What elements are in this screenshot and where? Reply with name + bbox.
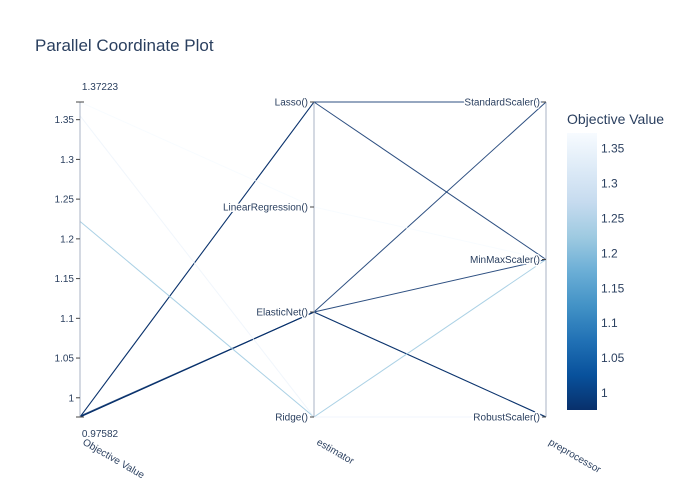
data-line-4[interactable]	[79, 311, 547, 418]
preprocessor-category-label-2: StandardScaler()	[464, 98, 540, 109]
estimator-category-label-0: Ridge()	[275, 413, 308, 424]
estimator-category-label-1: ElasticNet()	[256, 308, 308, 319]
colorbar: Objective Value 1 1.05 1.1 1.15 1.2 1.25 1.3 1.3…	[567, 111, 664, 410]
objective-tick-label-3: 1.15	[55, 274, 75, 285]
data-line-6[interactable]	[79, 220, 547, 418]
objective-tick-label-2: 1.1	[60, 314, 74, 325]
objective-tick-label-4: 1.2	[60, 234, 74, 245]
data-line-2[interactable]	[79, 259, 547, 418]
colorbar-tick-label-6: 1.3	[601, 176, 618, 190]
colorbar-tick-label-3: 1.15	[601, 281, 625, 295]
data-line-5[interactable]	[79, 311, 547, 418]
chart-title: Parallel Coordinate Plot	[35, 36, 214, 55]
preprocessor-category-label-0: RobustScaler()	[473, 413, 540, 424]
objective-tick-label-7: 1.35	[55, 115, 75, 126]
objective-tick-label-0: 1	[68, 393, 74, 404]
axes: 1 1.05 1.1 1.15 1.2 1.25 1.3 1.35 1.37223 0.97582…	[53, 82, 604, 481]
objective-axis-max-label: 1.37223	[82, 82, 119, 93]
objective-tick-label-6: 1.3	[60, 155, 74, 166]
objective-axis-min-label: 0.97582	[82, 429, 119, 440]
colorbar-tick-label-0: 1	[601, 386, 608, 400]
colorbar-gradient	[567, 133, 597, 410]
objective-tick-label-5: 1.25	[55, 195, 75, 206]
axis-title-2: preprocessor	[547, 437, 604, 476]
preprocessor-category-label-1: MinMaxScaler()	[470, 255, 540, 266]
data-line-8[interactable]	[79, 115, 546, 418]
estimator-category-label-2: LinearRegression()	[223, 203, 308, 214]
colorbar-title: Objective Value	[567, 111, 664, 127]
axis-title-0: Objective Value	[81, 437, 147, 481]
colorbar-tick-label-4: 1.2	[601, 246, 618, 260]
colorbar-tick-label-7: 1.35	[601, 142, 625, 156]
estimator-category-label-3: Lasso()	[275, 98, 308, 109]
data-line-7[interactable]	[79, 101, 547, 260]
objective-tick-label-1: 1.05	[55, 354, 75, 365]
colorbar-tick-label-5: 1.25	[601, 211, 625, 225]
colorbar-tick-label-1: 1.05	[601, 351, 625, 365]
colorbar-tick-label-2: 1.1	[601, 316, 618, 330]
axis-title-1: estimator	[315, 437, 357, 467]
